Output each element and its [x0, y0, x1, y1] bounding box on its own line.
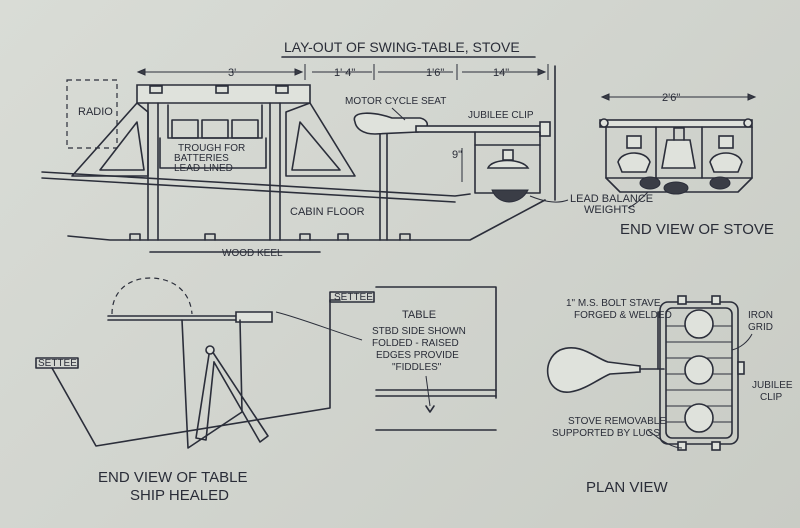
stbd-note-2: FOLDED - RAISED	[372, 338, 459, 349]
table-note-pointer	[275, 311, 363, 341]
dim-9in: 9"	[452, 149, 462, 161]
end-view-stove-caption: END VIEW OF STOVE	[620, 221, 774, 238]
end-view-table-caption-2: SHIP HEALED	[130, 487, 229, 504]
radio-box	[66, 79, 118, 149]
motor-seat-label: MOTOR CYCLE SEAT	[345, 96, 446, 107]
swing-table-assembly	[71, 84, 356, 241]
lead-balance-label-2: WEIGHTS	[584, 204, 635, 216]
stbd-note-3: EDGES PROVIDE	[376, 350, 459, 361]
dim-2ft6: 2'6"	[662, 92, 680, 104]
end-view-stove	[599, 93, 757, 195]
radio-label: RADIO	[78, 106, 113, 118]
dim-1ft6: 1'6"	[426, 67, 444, 79]
bolt-stave-label-2: FORGED & WELDED	[574, 310, 672, 321]
trough-label-3: LEAD-LINED	[174, 163, 233, 174]
trough-label-1: TROUGH FOR	[178, 143, 245, 154]
dim-14in: 14"	[493, 67, 509, 79]
lead-weight-pointer	[529, 195, 569, 203]
iron-grid-label-2: GRID	[748, 322, 773, 333]
table-label: TABLE	[402, 309, 436, 321]
stbd-note-4: "FIDDLES"	[392, 362, 442, 373]
jubilee-clip-plan-label-2: CLIP	[760, 392, 783, 403]
drawing-title: LAY-OUT OF SWING-TABLE, STOVE	[284, 39, 520, 55]
bolt-stave-label-1: 1" M.S. BOLT STAVE	[566, 298, 661, 309]
plan-view-caption: PLAN VIEW	[586, 479, 669, 496]
table-detail	[375, 286, 497, 431]
cabin-floor	[41, 171, 546, 253]
stbd-note-1: STBD SIDE SHOWN	[372, 326, 466, 337]
end-view-table	[35, 277, 375, 449]
top-dimension-line	[136, 64, 549, 80]
dim-3ft: 3'	[228, 67, 236, 79]
motorcycle-seat	[353, 112, 551, 241]
settee-label-right: SETTEE	[334, 292, 373, 303]
end-view-table-caption-1: END VIEW OF TABLE	[98, 469, 247, 486]
jubilee-clip-plan-label-1: JUBILEE	[752, 380, 793, 391]
dim-1ft4: 1' 4"	[334, 67, 355, 79]
lead-balance-label-1: LEAD BALANCE	[570, 193, 653, 205]
removable-label-2: SUPPORTED BY LUGS	[552, 428, 660, 439]
iron-grid-label-1: IRON	[748, 310, 773, 321]
removable-label-1: STOVE REMOVABLE	[568, 416, 666, 427]
jubilee-clip-label: JUBILEE CLIP	[468, 110, 534, 121]
cabin-floor-label: CABIN FLOOR	[290, 206, 365, 218]
settee-label-left: SETTEE	[38, 358, 77, 369]
wood-keel-label: WOOD KEEL	[222, 248, 283, 259]
stove-side-view	[474, 131, 541, 203]
trough-label-2: BATTERIES	[174, 153, 229, 164]
plan-view	[546, 295, 745, 451]
